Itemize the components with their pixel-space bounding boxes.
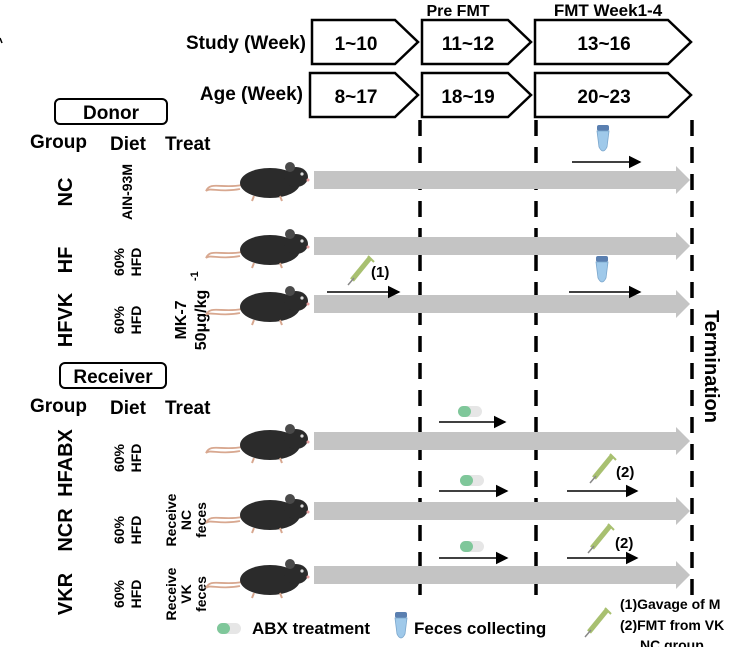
legend-feces-tube-icon (394, 611, 408, 639)
study-chevron-3 (533, 18, 693, 66)
abx-pill-ncr-icon (460, 475, 484, 486)
receiver-diet-hfabx-line1: 60% (111, 443, 127, 472)
donor-treat-hfvk-line1: MK-7 (173, 300, 190, 339)
timeline-bar-nc (314, 166, 690, 194)
receiver-diet-ncr-line1: 60% (111, 515, 127, 544)
receiver-title: Receiver (73, 367, 153, 388)
legend-note-fmt: (2)FMT from VK (620, 617, 724, 633)
receiver-treat-ncr-line2: NC (178, 510, 194, 530)
age-chevron-3 (533, 71, 693, 119)
study-chevron-2 (420, 18, 533, 66)
receiver-treat-vkr-line3: feces (193, 576, 209, 612)
timeline-bar-hfabx (314, 427, 690, 455)
receiver-header-group: Group (30, 396, 87, 417)
donor-header-group: Group (30, 132, 87, 153)
donor-diet-hf-line2: HFD (128, 248, 144, 277)
legend-feces-label: Feces collecting (414, 619, 546, 638)
corner-mark (0, 37, 3, 44)
donor-diet-nc: AIN-93M (119, 164, 135, 220)
receiver-group-ncr: NCR (55, 508, 77, 552)
age-week-3: 20~23 (577, 87, 630, 108)
termination-label: Termination (700, 310, 722, 423)
donor-treat-hfvk-line2: 50μg/kg (193, 290, 210, 350)
fmt-syringe-ncr-icon (590, 454, 616, 483)
study-week-1: 1~10 (335, 34, 378, 55)
age-week-label: Age (Week) (200, 84, 303, 105)
receiver-treat-ncr-line1: Receive (163, 493, 179, 546)
donor-title-box (54, 98, 168, 125)
feces-tube-hfvk-icon (595, 255, 609, 283)
legend-syringe-icon (585, 608, 611, 637)
timeline-bar-vkr (314, 561, 690, 589)
phase-header-pre-fmt: Pre FMT (426, 3, 489, 20)
donor-diet-hf-line1: 60% (111, 247, 127, 276)
receiver-treat-vkr-line2: VK (178, 584, 194, 603)
timeline-bar-hf (314, 232, 690, 260)
legend-note-gavage: (1)Gavage of M (620, 596, 720, 612)
donor-diet-hfvk-line1: 60% (111, 305, 127, 334)
timeline-bar-hfvk (314, 290, 690, 318)
study-week-2: 11~12 (442, 34, 494, 55)
fmt-marker-ncr-label: (2) (616, 464, 634, 481)
study-week-3: 13~16 (577, 34, 630, 55)
study-week-label: Study (Week) (186, 33, 306, 54)
donor-treat-hfvk-exponent: -1 (189, 271, 201, 281)
age-week-1: 8~17 (335, 87, 378, 108)
donor-header-diet: Diet (110, 134, 147, 155)
legend-abx-pill-icon (217, 623, 241, 634)
donor-title: Donor (83, 103, 140, 124)
gavage-marker-label: (1) (371, 264, 389, 281)
fmt-marker-vkr-label: (2) (615, 535, 633, 552)
mouse-vkr-icon (205, 558, 311, 599)
age-week-2: 18~19 (441, 87, 494, 108)
receiver-group-hfabx: HFABX (55, 428, 77, 496)
mouse-hfabx-icon (205, 423, 311, 464)
donor-diet-hfvk-line2: HFD (128, 306, 144, 335)
mouse-nc-icon (205, 161, 311, 202)
age-chevron-2 (420, 71, 533, 119)
receiver-header-treat: Treat (165, 398, 211, 419)
receiver-diet-hfabx-line2: HFD (128, 444, 144, 473)
receiver-diet-ncr-line2: HFD (128, 516, 144, 545)
receiver-treat-vkr-line1: Receive (163, 567, 179, 620)
receiver-header-diet: Diet (110, 398, 147, 419)
feces-tube-nc-icon (596, 124, 610, 152)
mouse-hfvk-icon (205, 285, 311, 326)
receiver-diet-vkr-line1: 60% (111, 579, 127, 608)
timeline-bar-ncr (314, 497, 690, 525)
study-chevron-1 (310, 18, 420, 66)
receiver-treat-ncr-line3: feces (193, 502, 209, 538)
donor-group-hfvk: HFVK (55, 292, 77, 347)
donor-group-nc: NC (55, 178, 77, 207)
fmt-syringe-vkr-icon (588, 524, 614, 553)
phase-header-fmt: FMT Week1-4 (554, 1, 663, 20)
receiver-title-box (59, 362, 167, 389)
receiver-diet-vkr-line2: HFD (128, 580, 144, 609)
donor-header-treat: Treat (165, 134, 211, 155)
mouse-ncr-icon (205, 493, 311, 534)
mouse-hf-icon (205, 228, 311, 269)
receiver-group-vkr: VKR (55, 572, 77, 615)
donor-group-hf: HF (55, 247, 77, 274)
legend-note-nc-group: NC group (640, 637, 704, 647)
abx-pill-vkr-icon (460, 541, 484, 552)
legend-abx-label: ABX treatment (252, 619, 370, 638)
abx-pill-hfabx-icon (458, 406, 482, 417)
age-chevron-1 (308, 71, 420, 119)
